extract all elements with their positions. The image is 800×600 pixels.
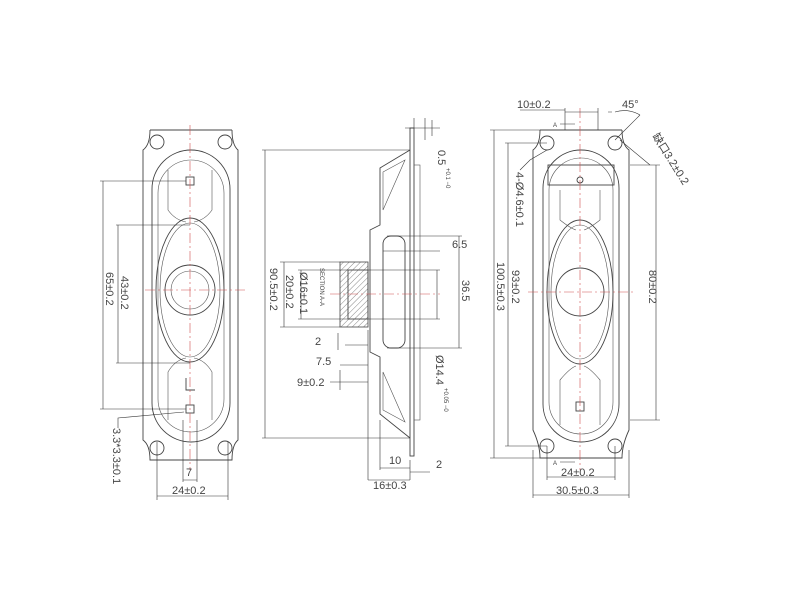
section-label: SECTION A-A <box>318 268 324 306</box>
dim-36-5: 36.5 <box>459 280 471 301</box>
section-mark-bottom: A <box>553 461 557 467</box>
dim-7: 7 <box>186 467 192 479</box>
front-view: 65±0.2 43±0.2 3.3*3.3±0.1 7 24±0.2 <box>100 125 245 500</box>
dim-2b: 2 <box>436 459 442 471</box>
dim-93: 93±0.2 <box>509 270 521 304</box>
dim-0-5: 0.5 <box>435 150 447 165</box>
section-mark-top: A <box>553 123 557 129</box>
terminal-block <box>547 164 615 186</box>
dim-2a: 2 <box>315 336 321 348</box>
dim-14-4-tolerance: +0.05 −0 <box>442 388 448 412</box>
dim-24: 24±0.2 <box>172 485 206 497</box>
dim-14-4-dia: Ø14.4 <box>433 355 445 385</box>
mount-hole <box>607 135 623 151</box>
dim-90-5: 90.5±0.2 <box>267 268 279 311</box>
dim-65: 65±0.2 <box>103 272 115 306</box>
dim-9: 9±0.2 <box>297 377 324 389</box>
dim-80: 80±0.2 <box>646 270 658 304</box>
dim-10-back: 10±0.2 <box>517 99 551 111</box>
magnet <box>339 261 369 328</box>
dim-30-5: 30.5±0.3 <box>556 485 599 497</box>
dim-24-back: 24±0.2 <box>561 467 595 479</box>
section-view: 90.5±0.2 20±0.2 Ø16±0.1 SECTION A-A 0.5 … <box>262 118 471 492</box>
dim-6-5: 6.5 <box>452 239 467 251</box>
dim-0-5-tolerance: +0.1 −0 <box>444 168 450 189</box>
dim-20: 20±0.2 <box>283 275 295 309</box>
dim-43: 43±0.2 <box>118 276 130 310</box>
dim-pad-size: 3.3*3.3±0.1 <box>110 428 122 484</box>
dim-16-depth: 16±0.3 <box>373 480 407 492</box>
dim-7-5: 7.5 <box>316 356 331 368</box>
angle-45: 45° <box>622 99 639 111</box>
dim-100-5: 100.5±0.3 <box>494 262 506 311</box>
hole-dim: 4-Ø4.6±0.1 <box>513 172 525 227</box>
dim-16-dia: Ø16±0.1 <box>297 272 309 314</box>
back-view: 10±0.2 45° 缺口3.2±0.2 4-Ø4.6±0.1 100.5±0.… <box>490 99 692 498</box>
dim-10: 10 <box>389 455 401 467</box>
